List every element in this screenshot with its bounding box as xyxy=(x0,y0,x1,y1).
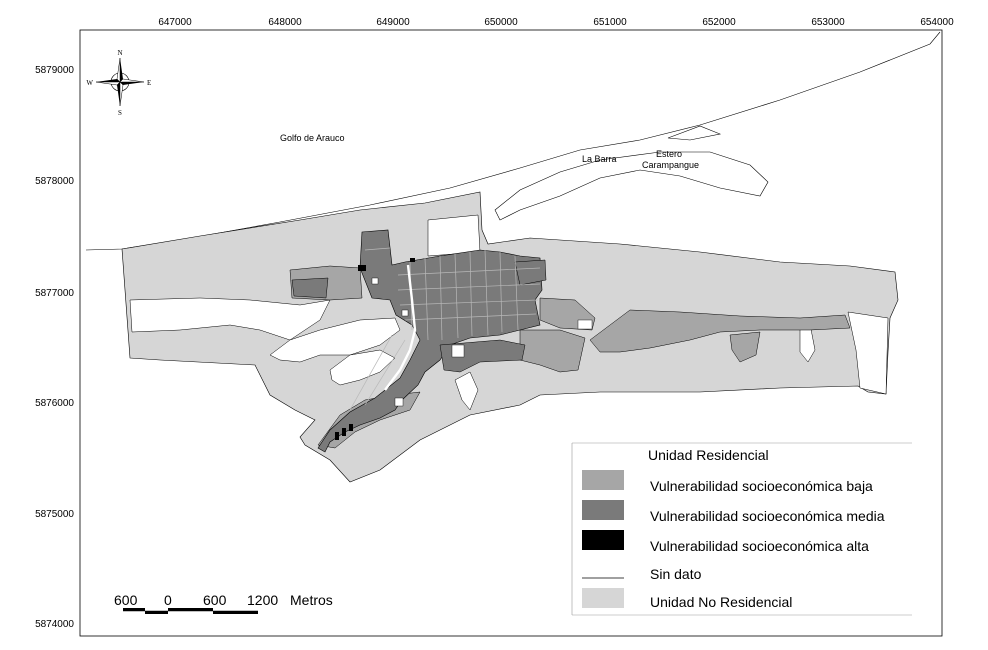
main-road xyxy=(384,264,417,391)
river-gap xyxy=(847,311,889,395)
scale-label: 1200 xyxy=(247,592,278,608)
legend-label-medium: Vulnerabilidad socioeconómica media xyxy=(650,508,885,524)
low-vulnerability-area xyxy=(519,329,586,373)
river-gap xyxy=(454,371,479,411)
legend-label-high: Vulnerabilidad socioeconómica alta xyxy=(650,538,869,554)
x-tick-label: 653000 xyxy=(811,17,845,28)
x-tick-label: 651000 xyxy=(593,17,627,28)
y-tick-label: 5877000 xyxy=(35,288,74,299)
x-tick-label: 652000 xyxy=(702,17,736,28)
y-axis-ticks: 5879000 5878000 5877000 5876000 5875000 … xyxy=(35,65,74,630)
compass-n: N xyxy=(117,49,122,57)
medium-vulnerability-area xyxy=(291,277,329,299)
scale-label: 600 xyxy=(114,592,138,608)
legend-swatch-high xyxy=(582,530,624,550)
carampangue-label: Carampangue xyxy=(642,160,699,170)
legend-title: Unidad Residencial xyxy=(648,447,769,463)
legend-label-low: Vulnerabilidad socioeconómica baja xyxy=(650,478,873,494)
x-tick-label: 650000 xyxy=(484,17,518,28)
scale-label: 600 xyxy=(203,592,227,608)
x-tick-label: 654000 xyxy=(920,17,954,28)
x-tick-label: 648000 xyxy=(268,17,302,28)
estuary-outline xyxy=(494,125,769,221)
legend-swatch-nonresidential xyxy=(582,588,624,608)
compass-w: W xyxy=(86,79,93,87)
low-vulnerability-area xyxy=(729,331,761,363)
gulf-label: Golfo de Arauco xyxy=(280,133,345,143)
y-tick-label: 5875000 xyxy=(35,509,74,520)
legend-box xyxy=(572,443,912,615)
scale-bar: 600 0 600 1200 Metros xyxy=(114,592,333,614)
x-axis-ticks: 647000 648000 649000 650000 651000 65200… xyxy=(158,17,954,28)
legend-swatch-low xyxy=(582,470,624,490)
river-gap xyxy=(129,297,331,341)
x-tick-label: 647000 xyxy=(158,17,192,28)
legend: Unidad Residencial Vulnerabilidad socioe… xyxy=(571,442,912,616)
y-tick-label: 5878000 xyxy=(35,176,74,187)
legend-label-nonresidential: Unidad No Residencial xyxy=(650,594,792,610)
non-residential-area xyxy=(121,191,899,483)
high-vulnerability-areas xyxy=(335,258,415,440)
non-residential-blocks xyxy=(371,277,593,407)
la-barra-label: La Barra xyxy=(582,154,617,164)
river-gap xyxy=(269,317,401,363)
x-tick-label: 649000 xyxy=(376,17,410,28)
medium-vulnerability-area xyxy=(514,259,547,286)
y-tick-label: 5876000 xyxy=(35,398,74,409)
river-gap xyxy=(427,214,481,257)
compass-e: E xyxy=(147,79,151,87)
compass-rose-icon: N S E W xyxy=(86,49,151,117)
low-vulnerability-area xyxy=(589,309,851,353)
estero-label: Estero xyxy=(656,149,682,159)
legend-swatch-medium xyxy=(582,500,624,520)
compass-s: S xyxy=(118,109,122,117)
scale-unit: Metros xyxy=(290,592,333,608)
y-tick-label: 5874000 xyxy=(35,619,74,630)
legend-label-nodata: Sin dato xyxy=(650,566,702,582)
y-tick-label: 5879000 xyxy=(35,65,74,76)
scale-label: 0 xyxy=(164,592,172,608)
